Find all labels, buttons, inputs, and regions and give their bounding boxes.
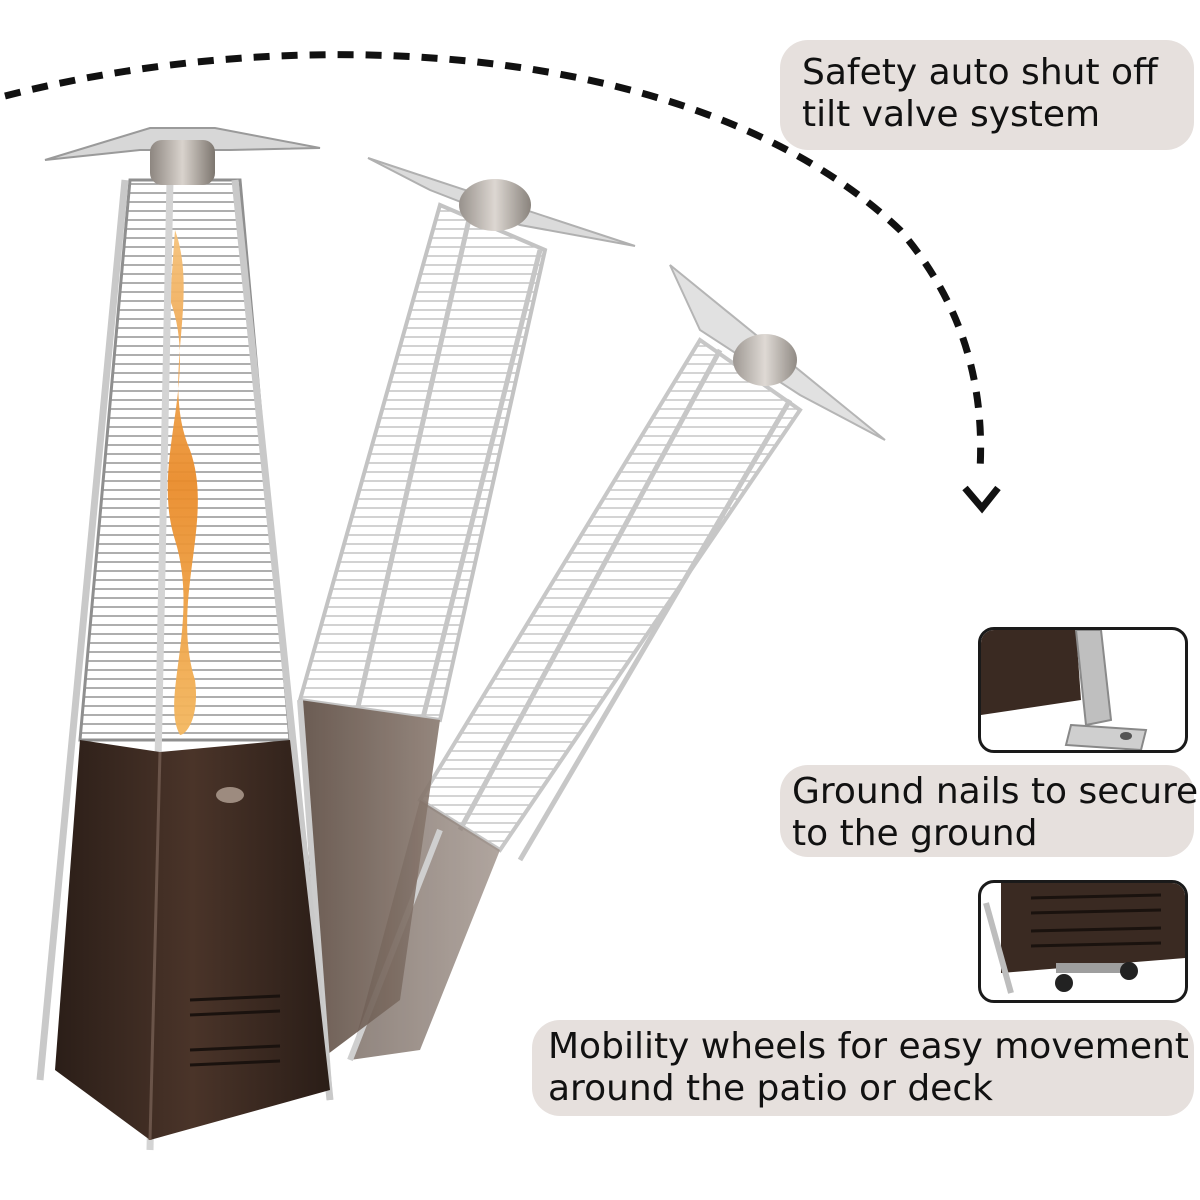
ground-nail-inset-image [978,627,1188,753]
callout-mobility-wheels: Mobility wheels for easy movement around… [532,1020,1194,1116]
dashed-curved-arrow-icon [4,51,1001,514]
knob [216,787,244,803]
callout-ground-nails: Ground nails to secure to the ground [780,765,1199,857]
callout-ground-nails-line1: Ground nails to secure [792,771,1199,812]
callout-mobility-wheels-line2: around the patio or deck [548,1068,993,1109]
heater-tilted-near [297,157,636,1101]
callout-tilt-valve-line1: Safety auto shut off [802,52,1158,93]
callout-tilt-valve: Safety auto shut off tilt valve system [780,40,1194,150]
flame [167,230,198,735]
wheels-inset-image [978,880,1188,1003]
callout-ground-nails-line2: to the ground [792,813,1038,854]
callout-mobility-wheels-line1: Mobility wheels for easy movement [548,1026,1189,1067]
callout-tilt-valve-line2: tilt valve system [802,94,1101,135]
heater-upright [36,127,334,1151]
